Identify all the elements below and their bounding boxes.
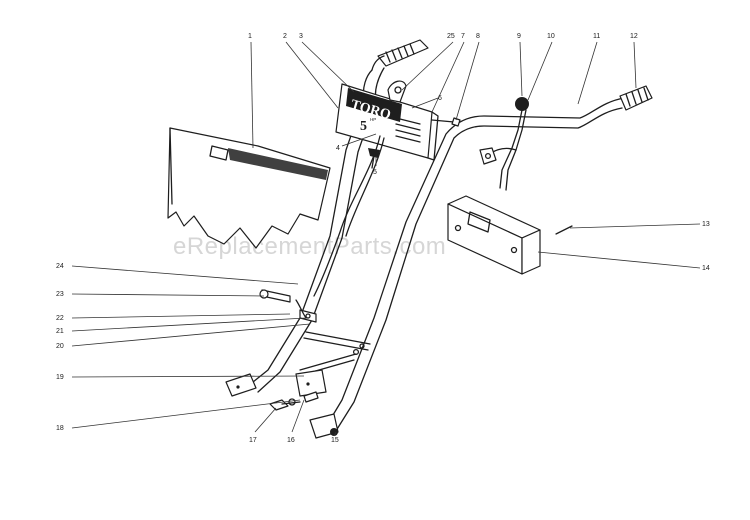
bolt-part-8	[431, 117, 461, 127]
callout-21: 21	[56, 328, 64, 335]
callout-6: 6	[438, 95, 442, 102]
callout-9: 9	[517, 33, 521, 40]
nut-part-15	[330, 428, 338, 436]
decal-hp: 5	[360, 119, 367, 134]
decal-hp-unit: HP	[370, 117, 376, 122]
callout-20: 20	[56, 343, 64, 350]
control-panel: TORO 5 HP	[313, 80, 439, 297]
callout-22: 22	[56, 315, 64, 322]
callout-18: 18	[56, 425, 64, 432]
callout-5: 5	[373, 169, 377, 176]
callout-leaders	[71, 41, 701, 437]
callout-24: 24	[56, 263, 64, 270]
shift-lever	[479, 97, 529, 191]
lower-hardware	[269, 391, 319, 411]
callout-7: 7	[461, 33, 465, 40]
callout-17: 17	[249, 437, 257, 444]
screw-part-5	[368, 148, 380, 169]
callout-14: 14	[702, 265, 710, 272]
callout-4: 4	[336, 145, 340, 152]
callout-11: 11	[593, 33, 600, 40]
callout-2: 2	[283, 33, 287, 40]
callout-19: 19	[56, 374, 64, 381]
mounting-bracket-plate	[447, 195, 573, 275]
callout-3: 3	[299, 33, 303, 40]
callout-numbers: 1 2 3 25 7 8 9 10 11 12 6 4 5 13 14 24 2…	[56, 33, 710, 444]
callout-10: 10	[547, 33, 555, 40]
cross-brace	[295, 331, 371, 397]
right-handle-tube	[309, 85, 653, 439]
callout-16: 16	[287, 437, 295, 444]
pivot-hardware	[259, 289, 317, 323]
callout-12: 12	[630, 33, 638, 40]
callout-25: 25	[447, 33, 455, 40]
callout-8: 8	[476, 33, 480, 40]
callout-13: 13	[702, 221, 710, 228]
callout-15: 15	[331, 437, 339, 444]
callout-23: 23	[56, 291, 64, 298]
belt-guard-shield	[167, 127, 331, 249]
callout-1: 1	[248, 33, 252, 40]
